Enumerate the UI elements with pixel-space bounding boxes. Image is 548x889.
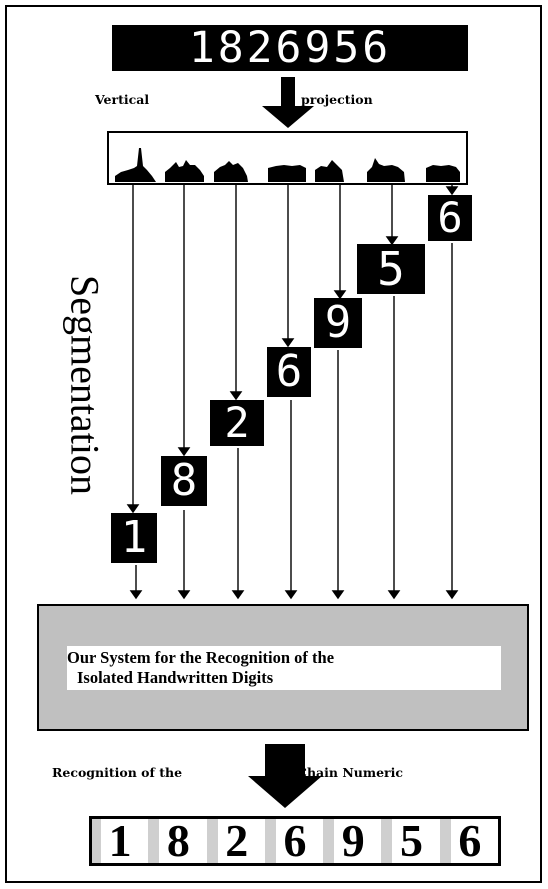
segmentation-label: Segmentation <box>62 275 108 495</box>
recognized-output-strip: 1 8 2 6 9 5 6 <box>89 816 501 866</box>
system-input-arrows <box>129 243 459 600</box>
vertical-label: Vertical <box>95 92 150 107</box>
output-digit-7: 6 <box>439 818 498 864</box>
input-handwritten-chain: 1826956 <box>112 25 468 71</box>
projection-histogram <box>115 148 460 182</box>
output-digit-1: 1 <box>92 818 149 864</box>
segmented-digit-7: 6 <box>428 195 472 241</box>
segmented-digit-4: 6 <box>267 347 311 397</box>
segmented-digit-3: 2 <box>210 400 264 446</box>
segmentation-arrows <box>126 184 459 514</box>
chain-numeric-label: Chain Numeric <box>297 765 403 780</box>
outer-frame <box>5 5 542 883</box>
recognition-label: Recognition of the <box>52 765 183 780</box>
output-digit-5: 9 <box>323 818 382 864</box>
segmented-digit-1: 1 <box>111 513 157 563</box>
segmented-digit-2: 8 <box>161 456 207 506</box>
projection-label: projection <box>301 92 373 107</box>
down-arrow-bottom <box>248 744 322 808</box>
segmented-digit-5: 9 <box>314 298 362 348</box>
system-description: Our System for the Recognition of the Is… <box>67 646 501 690</box>
output-digit-4: 6 <box>264 818 324 864</box>
output-digit-2: 8 <box>148 818 207 864</box>
segmented-digit-6: 5 <box>357 244 425 294</box>
system-line-1: Our System for the Recognition of the <box>67 648 335 667</box>
down-arrow-top <box>262 77 314 128</box>
system-line-2: Isolated Handwritten Digits <box>77 668 274 687</box>
output-digit-3: 2 <box>206 818 265 864</box>
output-digit-6: 5 <box>381 818 440 864</box>
